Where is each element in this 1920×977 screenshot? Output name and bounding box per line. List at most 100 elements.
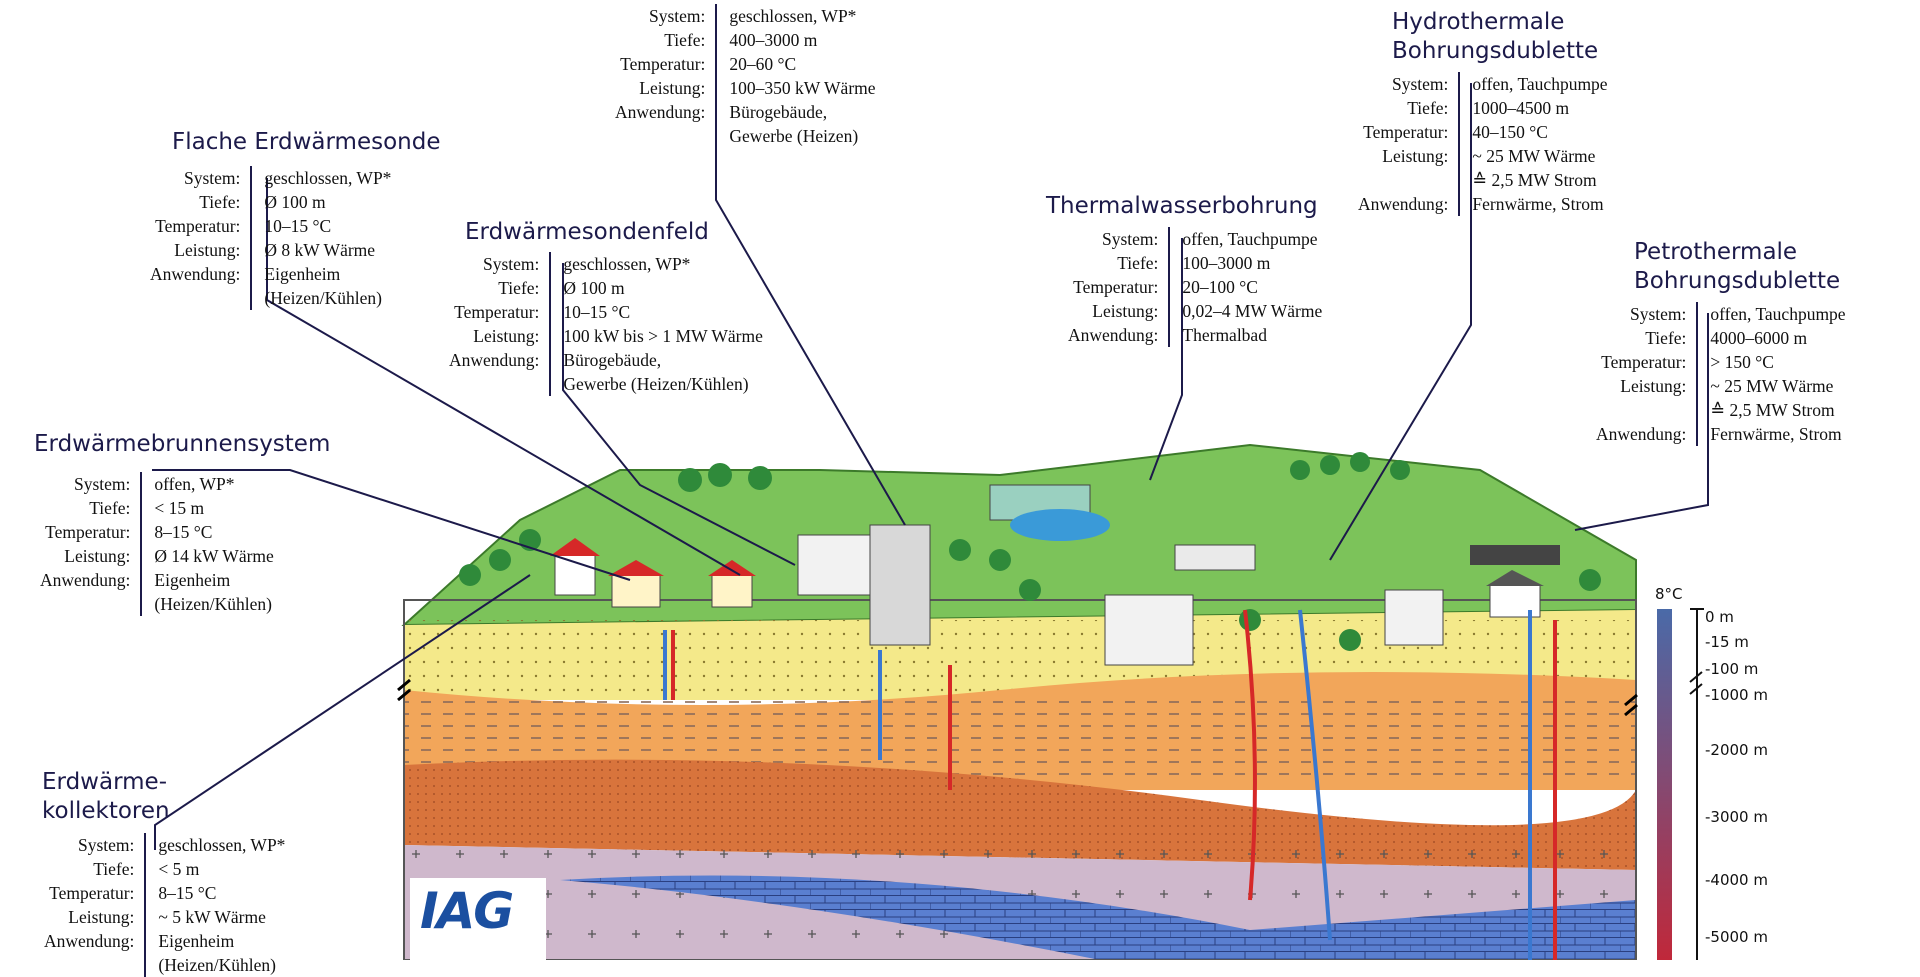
value-anwendung: Eigenheim bbox=[140, 568, 273, 592]
label-leistung: Leistung: bbox=[473, 326, 540, 346]
title-hydrothermale-bohrungsdublette: Hydrothermale Bohrungsdublette bbox=[1392, 8, 1598, 66]
depth-label: -15 m bbox=[1705, 633, 1749, 651]
trees bbox=[459, 452, 1601, 651]
value-leistung: ~ 25 MW Wärme bbox=[1458, 144, 1607, 168]
label-system: System: bbox=[184, 168, 241, 188]
label-anwendung: Anwendung: bbox=[449, 350, 540, 370]
title-erdwaermekollektoren: Erdwärme- kollektoren bbox=[42, 768, 170, 826]
value-temperatur: 10–15 °C bbox=[250, 214, 391, 238]
value-anwendung: Bürogebäude, bbox=[715, 100, 875, 124]
leader-lines bbox=[152, 8, 1709, 850]
value-anwendung: Bürogebäude, bbox=[549, 348, 762, 372]
label-temperatur: Temperatur: bbox=[1073, 277, 1159, 297]
info-erdwaermebrunnensystem: System: offen, WP* Tiefe: < 15 m Temperatu… bbox=[40, 472, 274, 616]
label-temperatur: Temperatur: bbox=[454, 302, 540, 322]
label-tiefe: Tiefe: bbox=[93, 859, 135, 879]
value-tiefe: < 15 m bbox=[140, 496, 273, 520]
value-leistung: 100–350 kW Wärme bbox=[715, 76, 876, 100]
label-anwendung: Anwendung: bbox=[150, 264, 241, 284]
info-flache-erdwaermesonde: System:geschlossen, WP* Tiefe:Ø 100 m Te… bbox=[150, 166, 391, 310]
label-leistung: Leistung: bbox=[1620, 376, 1687, 396]
value-anwendung-2: Gewerbe (Heizen/Kühlen) bbox=[549, 372, 762, 396]
value-tiefe: 1000–4500 m bbox=[1458, 96, 1607, 120]
value-system: offen, Tauchpumpe bbox=[1168, 227, 1322, 251]
info-thermalwasserbohrung: System:offen, Tauchpumpe Tiefe:100–3000 … bbox=[1068, 227, 1322, 347]
label-system: System: bbox=[1102, 229, 1159, 249]
label-anwendung: Anwendung: bbox=[44, 931, 135, 951]
label-leistung: Leistung: bbox=[174, 240, 241, 260]
layer-limestone bbox=[560, 875, 1636, 960]
label-anwendung: Anwendung: bbox=[40, 570, 131, 590]
label-system: System: bbox=[78, 835, 135, 855]
value-anwendung: Fernwärme, Strom bbox=[1696, 422, 1845, 446]
scale-temperature-top: 8°C bbox=[1655, 585, 1683, 603]
value-system: geschlossen, WP* bbox=[549, 252, 762, 276]
value-anwendung-2: (Heizen/Kühlen) bbox=[140, 592, 273, 616]
value-leistung-2: ≙ 2,5 MW Strom bbox=[1696, 398, 1845, 422]
value-leistung: ~ 5 kW Wärme bbox=[144, 905, 285, 929]
label-system: System: bbox=[74, 474, 131, 494]
value-leistung-2: ≙ 2,5 MW Strom bbox=[1458, 168, 1607, 192]
value-temperatur: 20–100 °C bbox=[1168, 275, 1322, 299]
depth-label: -3000 m bbox=[1705, 808, 1768, 826]
info-tiefe-erdwaermesonde: System:geschlossen, WP* Tiefe:400–3000 m… bbox=[615, 4, 876, 148]
value-anwendung-2: (Heizen/Kühlen) bbox=[250, 286, 391, 310]
label-system: System: bbox=[649, 6, 706, 26]
title-petrothermale-bohrungsdublette: Petrothermale Bohrungsdublette bbox=[1634, 238, 1840, 296]
label-anwendung: Anwendung: bbox=[1068, 325, 1159, 345]
label-temperatur: Temperatur: bbox=[49, 883, 135, 903]
value-anwendung: Fernwärme, Strom bbox=[1458, 192, 1607, 216]
value-temperatur: 10–15 °C bbox=[549, 300, 762, 324]
title-erdwaermebrunnensystem: Erdwärmebrunnensystem bbox=[34, 431, 331, 457]
label-tiefe: Tiefe: bbox=[89, 498, 131, 518]
info-erdwaermesondenfeld: System:geschlossen, WP* Tiefe:Ø 100 m Te… bbox=[449, 252, 763, 396]
label-temperatur: Temperatur: bbox=[45, 522, 131, 542]
label-leistung: Leistung: bbox=[68, 907, 135, 927]
label-tiefe: Tiefe: bbox=[664, 30, 706, 50]
value-temperatur: 20–60 °C bbox=[715, 52, 875, 76]
label-leistung: Leistung: bbox=[64, 546, 131, 566]
value-system: offen, Tauchpumpe bbox=[1696, 302, 1846, 326]
temperature-gradient-bar bbox=[1657, 609, 1672, 960]
value-tiefe: Ø 100 m bbox=[549, 276, 762, 300]
label-anwendung: Anwendung: bbox=[615, 102, 706, 122]
label-system: System: bbox=[1630, 304, 1687, 324]
label-system: System: bbox=[1392, 74, 1449, 94]
label-system: System: bbox=[483, 254, 540, 274]
title-line-2: Bohrungsdublette bbox=[1392, 38, 1599, 64]
value-tiefe: < 5 m bbox=[144, 857, 285, 881]
value-anwendung-2: Gewerbe (Heizen) bbox=[715, 124, 875, 148]
value-system: geschlossen, WP* bbox=[250, 166, 391, 190]
value-anwendung: Thermalbad bbox=[1168, 323, 1322, 347]
label-tiefe: Tiefe: bbox=[1645, 328, 1687, 348]
info-hydrothermale-bohrungsdublette: System:offen, Tauchpumpe Tiefe:1000–4500… bbox=[1358, 72, 1608, 216]
depth-label: 0 m bbox=[1705, 608, 1734, 626]
value-tiefe: Ø 100 m bbox=[250, 190, 391, 214]
title-flache-erdwaermesonde: Flache Erdwärmesonde bbox=[172, 129, 441, 155]
label-anwendung: Anwendung: bbox=[1358, 194, 1449, 214]
title-line-2: kollektoren bbox=[42, 798, 170, 824]
value-temperatur: > 150 °C bbox=[1696, 350, 1845, 374]
info-erdwaermekollektoren: System: geschlossen, WP* Tiefe: < 5 m Temp… bbox=[44, 833, 285, 977]
value-temperatur: 8–15 °C bbox=[140, 520, 273, 544]
value-tiefe: 4000–6000 m bbox=[1696, 326, 1845, 350]
label-temperatur: Temperatur: bbox=[1601, 352, 1687, 372]
value-leistung: Ø 14 kW Wärme bbox=[140, 544, 274, 568]
depth-axis bbox=[1689, 608, 1704, 960]
value-system: offen, WP* bbox=[140, 472, 273, 496]
depth-label: -1000 m bbox=[1705, 686, 1768, 704]
label-temperatur: Temperatur: bbox=[1363, 122, 1449, 142]
depth-label: -5000 m bbox=[1705, 928, 1768, 946]
title-erdwaermesondenfeld: Erdwärmesondenfeld bbox=[465, 219, 709, 245]
label-leistung: Leistung: bbox=[639, 78, 706, 98]
title-line-1: Petrothermale bbox=[1634, 239, 1798, 265]
title-line-1: Erdwärme- bbox=[42, 769, 167, 795]
label-tiefe: Tiefe: bbox=[1407, 98, 1449, 118]
value-system: geschlossen, WP* bbox=[144, 833, 285, 857]
value-leistung: 100 kW bis > 1 MW Wärme bbox=[549, 324, 763, 348]
label-leistung: Leistung: bbox=[1092, 301, 1159, 321]
label-anwendung: Anwendung: bbox=[1596, 424, 1687, 444]
value-system: geschlossen, WP* bbox=[715, 4, 875, 28]
value-anwendung-2: (Heizen/Kühlen) bbox=[144, 953, 285, 977]
